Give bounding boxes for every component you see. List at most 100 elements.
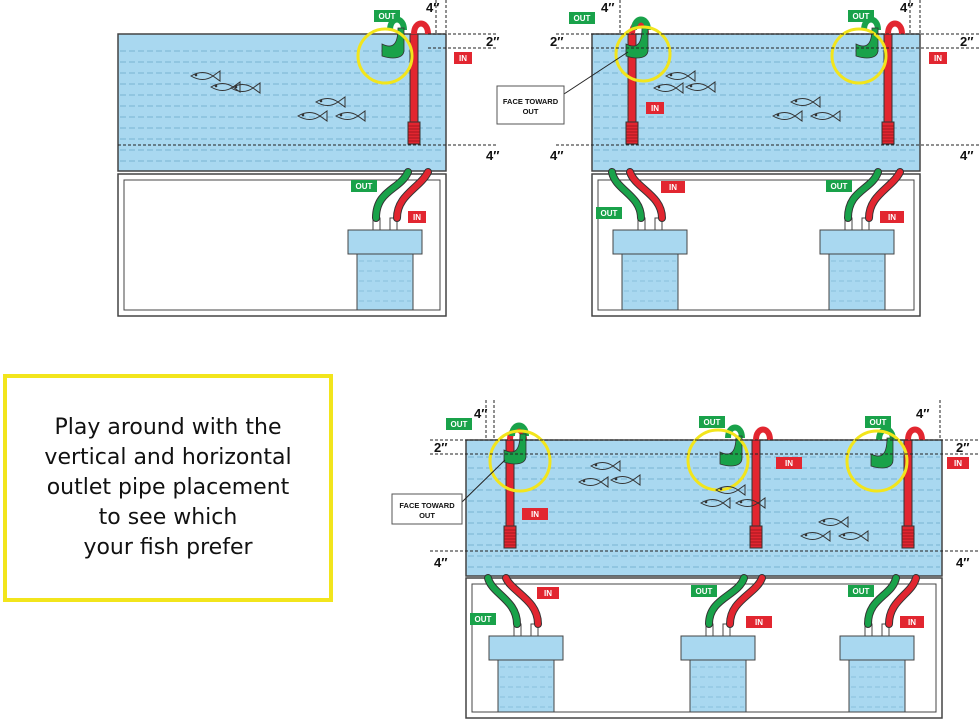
panel-1-dim-label-4a: 4″: [426, 0, 439, 15]
panel-2-fish: [653, 82, 684, 94]
panel-1-fish: [297, 110, 328, 122]
panel-3-dim-label-2-right: 2″: [956, 440, 969, 455]
panel-3-fish-tail: [612, 460, 621, 472]
panel-3-highlight-middle: [686, 428, 750, 492]
panel-1-tag-out-top-bg: [374, 10, 400, 22]
panel-2-fish-tail: [675, 82, 684, 94]
panel-3-tag-in-cab-middle-bg: [746, 616, 772, 628]
panel-3-tag-in-tank-left: IN: [531, 510, 539, 519]
panel-3-tag-in-tank-middle-bg: [776, 457, 802, 469]
panel-3-fish-tail: [840, 516, 849, 528]
panel-2-callout-line1: FACE TOWARD: [503, 97, 559, 106]
panel-3-fish-eye: [594, 463, 598, 467]
panel-3-tag-in-cab-left-bg: [537, 587, 559, 599]
panel-2-cabinet-inner: [597, 179, 915, 311]
panel-2-dim-label-4b-right: 4″: [960, 148, 973, 163]
panel-3-tag-out-cab-left-bg: [470, 613, 496, 625]
panel-3-tag-out-top-left: OUT: [451, 420, 468, 429]
panel-1-in-hose: [394, 169, 431, 221]
panel-3-in-hose-left: [503, 575, 541, 627]
panel-2-fish-tail: [687, 70, 696, 82]
panel-3-fish: [590, 460, 621, 472]
panel-2-fish-tail: [812, 96, 821, 108]
panel-2-tag-in-tank-bg: [646, 102, 664, 114]
panel-3-in-hose-middle: [727, 575, 765, 627]
panel-3-fish: [800, 530, 831, 542]
panel-3-fish: [700, 497, 731, 509]
panel-1-out-hose: [373, 169, 411, 221]
panel-2-out-hose-right: [845, 169, 881, 221]
panel-2-fish: [665, 70, 696, 82]
panel-3-tag-in-cab-right: IN: [908, 618, 916, 627]
panel-1-fish: [315, 96, 346, 108]
panel-2-intake-right-strainer: [881, 121, 895, 145]
panel-1-fish-eye: [339, 113, 343, 117]
panel-1-intake-strainer: [407, 121, 421, 145]
panel-3-tag-out-cab-middle: OUT: [696, 587, 713, 596]
panel-3-tag-out-top-right: OUT: [870, 418, 887, 427]
panel-3-dim-label-4-left: 4″: [474, 406, 487, 421]
panel-2-callout-box: [496, 85, 565, 125]
panel-1-fish-tail: [357, 110, 366, 122]
panel-3-tag-in-tank-left-bg: [522, 508, 548, 520]
panel-3-tag-out-top-right-bg: [865, 416, 891, 428]
panel-2-dim-label-2-right: 2″: [960, 34, 973, 49]
panel-1-fish-eye: [214, 84, 218, 88]
panel-2-out-hose-left: [609, 169, 644, 221]
panel-1-dim-label-4b: 4″: [486, 148, 499, 163]
panel-3-callout-line1: FACE TOWARD: [399, 501, 455, 510]
panel-2-dim-label-4b-left: 4″: [550, 148, 563, 163]
panel-2-intake-right-hook: [885, 20, 905, 35]
panel-1-fish: [230, 82, 261, 94]
panel-3-fish-tail: [860, 530, 869, 542]
panel-1-outlet-spout: [381, 27, 405, 59]
panel-3-callout-leader: [461, 459, 506, 503]
panel-2-tag-out-cab-right-bg: [826, 180, 852, 192]
panel-3-tag-out-cab-right-bg: [848, 585, 874, 597]
panel-1-tag-in-cab: IN: [413, 213, 421, 222]
panel-3-tag-in-top-right-bg: [947, 457, 969, 469]
panel-2-fish-eye: [657, 85, 661, 89]
panel-1-fish: [190, 70, 221, 82]
panel-1-tag-out-cab-bg: [351, 180, 377, 192]
panel-2-dim-label-4-right: 4″: [900, 0, 913, 15]
panel-1-tag-in-cab-bg: [408, 211, 426, 223]
panel-3-tag-in-cab-middle: IN: [755, 618, 763, 627]
panel-2-fish-tail: [794, 110, 803, 122]
panel-3-outlet-left-spout: [503, 433, 527, 465]
panel-1-cabinet-inner: [123, 179, 441, 311]
panel-2-tag-in-top-right: IN: [934, 54, 942, 63]
panel-3-fish: [610, 474, 641, 486]
panel-2-fish-eye: [776, 113, 780, 117]
panel-2-fish-eye: [669, 73, 673, 77]
panel-2-tag-in-cab-right-bg: [880, 211, 904, 223]
panel-3-dim-label-4b-right: 4″: [956, 555, 969, 570]
panel-2-intake-left-strainer: [625, 121, 639, 145]
panel-1-fish-tail: [232, 81, 241, 93]
panel-2-callout-line2: OUT: [523, 107, 539, 116]
panel-1-fish-tail: [252, 82, 261, 94]
panel-3-fish: [818, 516, 849, 528]
panel-2-callout-leader: [563, 51, 629, 95]
panel-2-tag-out-top-left-bg: [569, 12, 595, 24]
panel-2-fish-eye: [814, 113, 818, 117]
panel-3-intake-middle-strainer: [749, 525, 763, 549]
panel-2-tag-in-cab-left-bg: [661, 181, 685, 193]
panel-2-fish-eye: [794, 99, 798, 103]
panel-3-fish-tail: [632, 474, 641, 486]
panel-2-dim-label-2-left: 2″: [550, 34, 563, 49]
panel-2-fish: [685, 81, 716, 93]
panel-2-tag-out-cab-left: OUT: [601, 209, 618, 218]
panel-3-tag-out-cab-middle-bg: [691, 585, 717, 597]
panel-3-highlight-right: [845, 429, 909, 493]
panel-1-fish-eye: [301, 113, 305, 117]
panel-3-canister-left-head: [488, 635, 564, 661]
panel-3-tag-out-cab-right: OUT: [853, 587, 870, 596]
panel-3-tag-in-cab-left: IN: [544, 589, 552, 598]
panel-3-tag-in-top-right: IN: [954, 459, 962, 468]
panel-3-canister-middle-head: [680, 635, 756, 661]
panel-2-tag-out-top-right: OUT: [853, 12, 870, 21]
panel-2-fish: [810, 110, 841, 122]
panel-3-tag-out-top-middle: OUT: [704, 418, 721, 427]
